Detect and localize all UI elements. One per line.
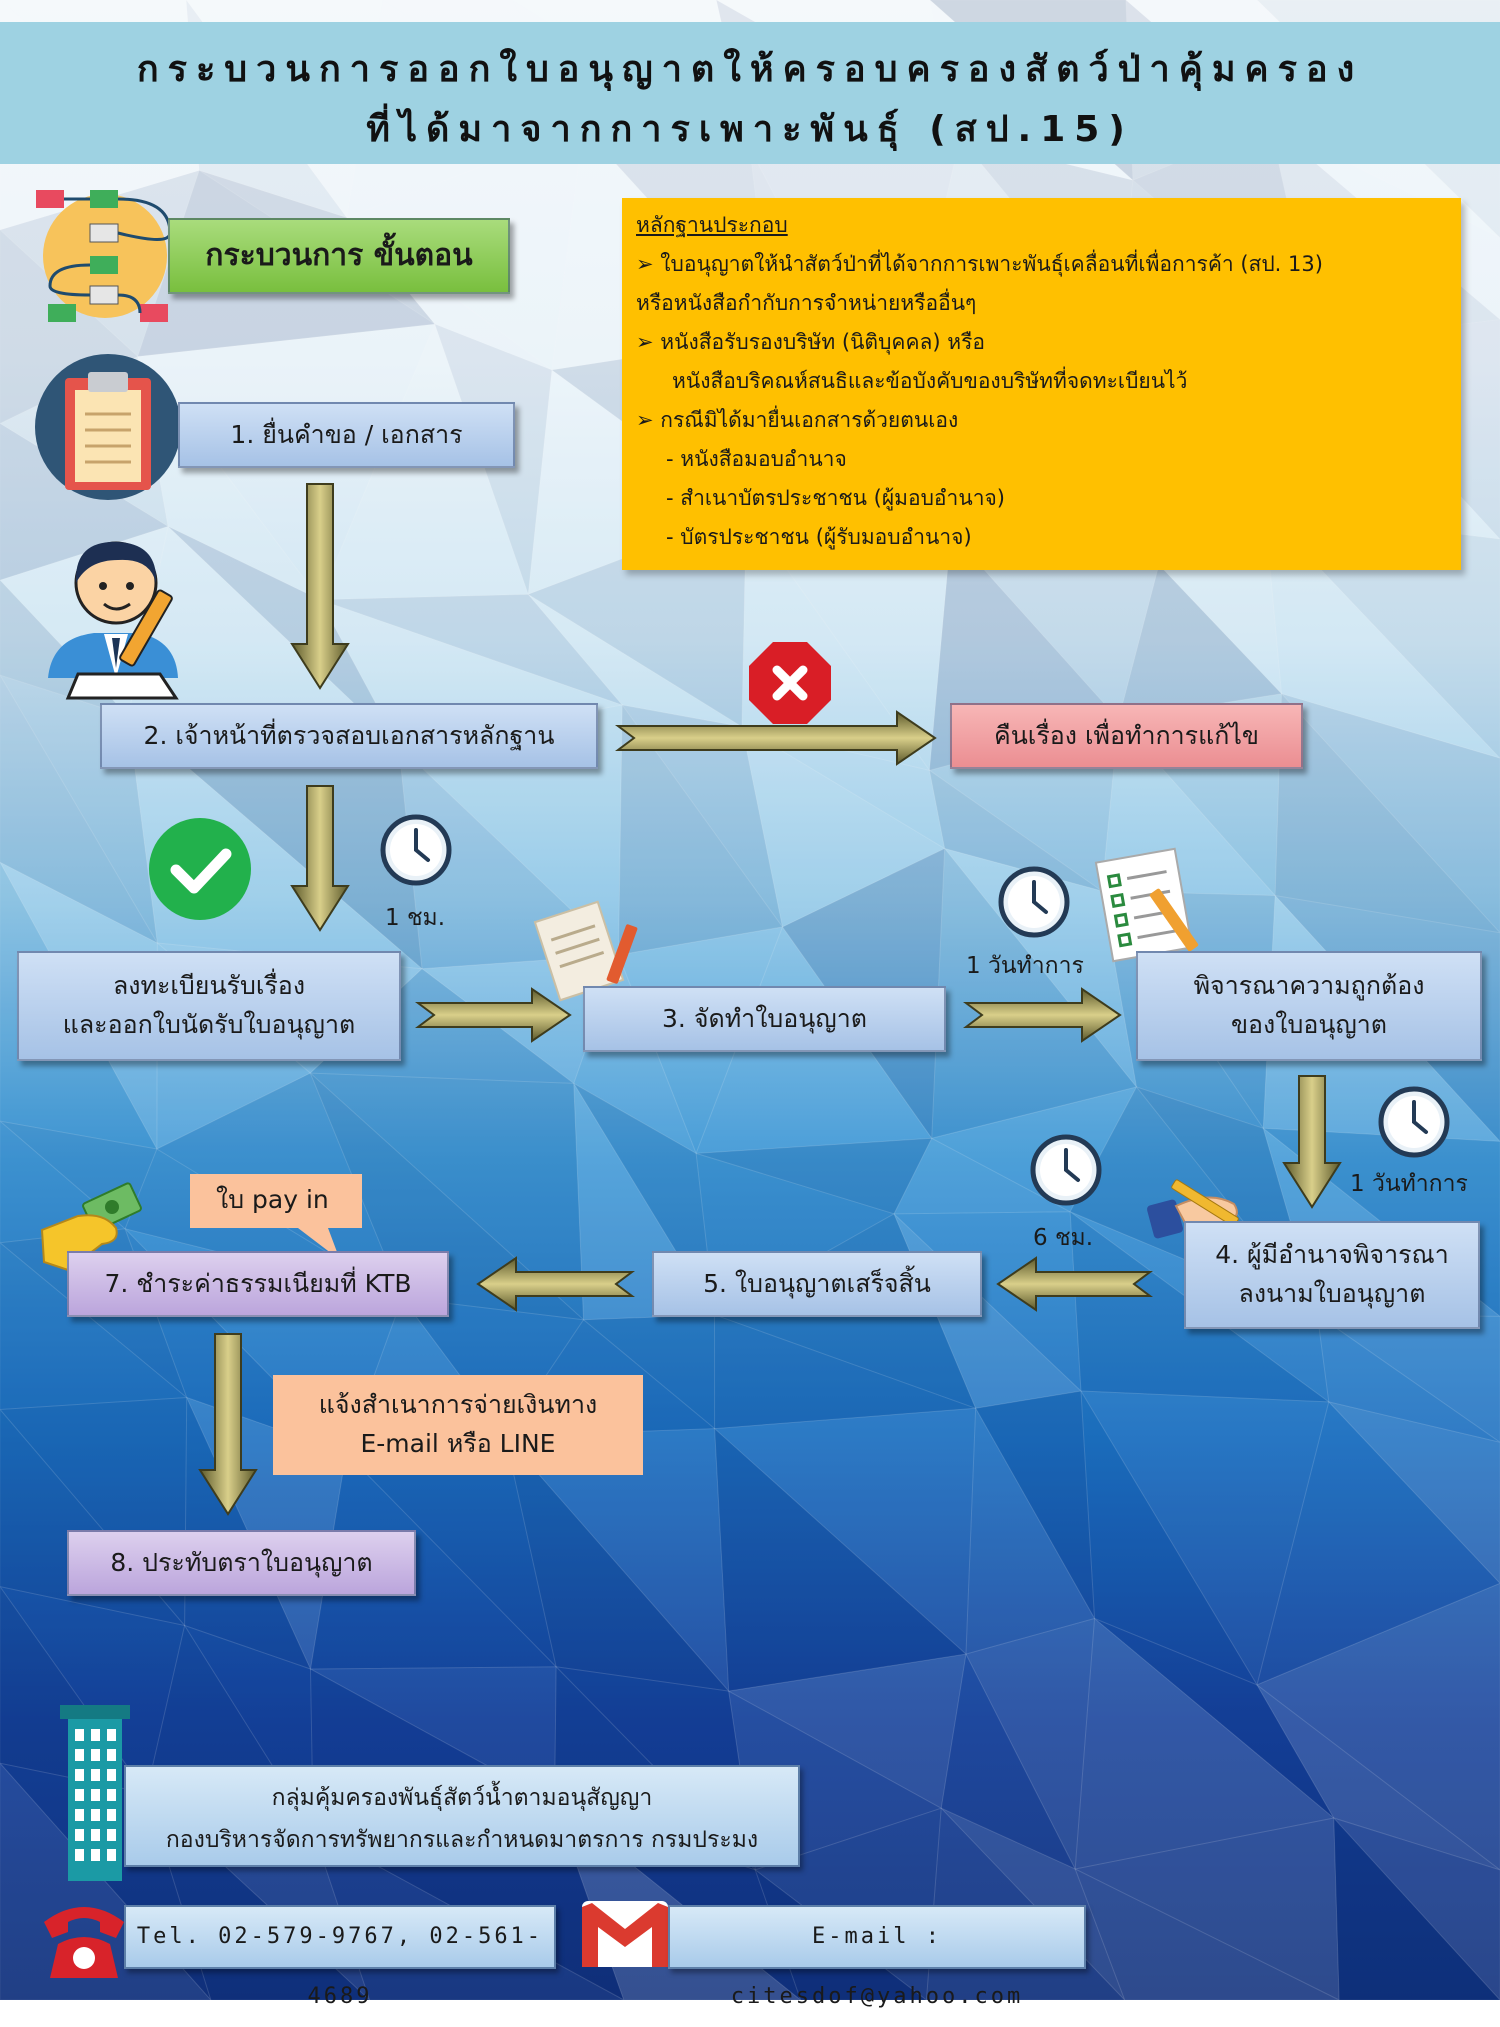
reject-x-icon — [749, 642, 831, 724]
step-5-box: 5. ใบอนุญาตเสร็จสิ้น — [652, 1251, 982, 1317]
document-item: ➢ กรณีมิได้มายื่นเอกสารด้วยตนเอง — [636, 408, 959, 432]
arrow-right — [415, 987, 572, 1043]
money-hand-icon — [40, 1182, 142, 1272]
officer-signing-icon — [48, 541, 179, 700]
document-item: - หนังสือมอบอำนาจ — [666, 447, 847, 471]
document-item: ➢ ใบอนุญาตให้นำสัตว์ป่าที่ได้จากการเพาะพ… — [636, 252, 1323, 276]
arrow-left — [476, 1256, 635, 1312]
page-header: กระบวนการออกใบอนุญาตให้ครอบครองสัตว์ป่าค… — [0, 22, 1500, 164]
notify-payment-note: แจ้งสำเนาการจ่ายเงินทาง E-mail หรือ LINE — [273, 1375, 643, 1475]
arrow-left — [996, 1256, 1153, 1312]
time-label-1: 1 ชม. — [385, 905, 446, 931]
register-line2: และออกใบนัดรับใบอนุญาต — [62, 1010, 356, 1039]
document-item: หรือหนังสือกำกับการจำหน่ายหรืออื่นๆ — [636, 291, 977, 315]
notify-line2: E-mail หรือ LINE — [360, 1429, 556, 1458]
organization-line1: กลุ่มคุ้มครองพันธุ์สัตว์น้ำตามอนุสัญญา — [271, 1785, 653, 1811]
time-label-2: 1 วันทำการ — [966, 953, 1084, 979]
documents-heading: หลักฐานประกอบ — [636, 213, 788, 237]
step-7-box: 7. ชำระค่าธรรมเนียมที่ KTB — [67, 1251, 449, 1317]
step-8-box: 8. ประทับตราใบอนุญาต — [67, 1530, 416, 1596]
arrow-down — [198, 1333, 258, 1516]
process-steps-label: กระบวนการ ขั้นตอน — [168, 218, 510, 294]
register-appointment-box: ลงทะเบียนรับเรื่องและออกใบนัดรับใบอนุญาต — [17, 951, 401, 1061]
organization-box: กลุ่มคุ้มครองพันธุ์สัตว์น้ำตามอนุสัญญา ก… — [124, 1765, 800, 1867]
step-4-line2: ลงนามใบอนุญาต — [1238, 1279, 1426, 1308]
organization-line2: กองบริหารจัดการทรัพยากรและกำหนดมาตรการ ก… — [165, 1827, 759, 1853]
step-3-box: 3. จัดทำใบอนุญาต — [583, 986, 946, 1052]
step-4-line1: 4. ผู้มีอำนาจพิจารณา — [1215, 1240, 1449, 1270]
pay-in-callout-shape — [190, 1174, 362, 1260]
page-title-line2: ที่ได้มาจากการเพาะพันธุ์ (สป.15) — [366, 109, 1134, 150]
time-label-4: 6 ชม. — [1033, 1225, 1094, 1251]
time-label-3: 1 วันทำการ — [1350, 1171, 1468, 1197]
document-item: - สำเนาบัตรประชาชน (ผู้มอบอำนาจ) — [666, 486, 1005, 510]
clock-icon — [1030, 1134, 1102, 1206]
page-title-line1: กระบวนการออกใบอนุญาตให้ครอบครองสัตว์ป่าค… — [136, 49, 1364, 90]
clock-icon — [998, 866, 1070, 938]
step-1-box: 1. ยื่นคำขอ / เอกสาร — [178, 402, 515, 468]
building-icon — [60, 1705, 130, 1881]
required-documents-box: หลักฐานประกอบ ➢ ใบอนุญาตให้นำสัตว์ป่าที่… — [622, 198, 1461, 570]
step-4-box: 4. ผู้มีอำนาจพิจารณาลงนามใบอนุญาต — [1184, 1221, 1480, 1329]
review-accuracy-box: พิจารณาความถูกต้องของใบอนุญาต — [1136, 951, 1482, 1061]
telephone-icon — [44, 1907, 124, 1978]
pay-in-label: ใบ pay in — [216, 1185, 329, 1214]
arrow-right — [963, 987, 1122, 1043]
review-line2: ของใบอนุญาต — [1230, 1010, 1388, 1039]
document-pen-icon — [533, 900, 638, 1002]
document-item: - บัตรประชาชน (ผู้รับมอบอำนาจ) — [666, 525, 972, 549]
arrow-down — [290, 483, 350, 690]
arrow-right — [615, 710, 937, 766]
approved-check-icon — [149, 818, 251, 920]
gmail-icon — [582, 1901, 668, 1967]
document-item: หนังสือบริคณห์สนธิและข้อบังคับของบริษัทท… — [672, 369, 1188, 393]
checklist-pen-icon — [1094, 847, 1199, 963]
document-item: ➢ หนังสือรับรองบริษัท (นิติบุคคล) หรือ — [636, 330, 985, 354]
arrow-down — [1282, 1075, 1342, 1209]
register-line1: ลงทะเบียนรับเรื่อง — [112, 971, 306, 1001]
clock-icon — [380, 814, 452, 886]
clipboard-icon — [35, 354, 181, 500]
email-box: E-mail : citesdof@yahoo.com — [668, 1905, 1086, 2009]
telephone-box: Tel. 02-579-9767, 02-561-4689 — [124, 1905, 556, 2009]
step-2-box: 2. เจ้าหน้าที่ตรวจสอบเอกสารหลักฐาน — [100, 703, 598, 769]
review-line1: พิจารณาความถูกต้อง — [1193, 971, 1425, 1001]
clock-icon — [1378, 1086, 1450, 1158]
arrow-down — [290, 785, 350, 932]
notify-line1: แจ้งสำเนาการจ่ายเงินทาง — [318, 1390, 598, 1420]
reject-return-box: คืนเรื่อง เพื่อทำการแก้ไข — [950, 703, 1303, 769]
